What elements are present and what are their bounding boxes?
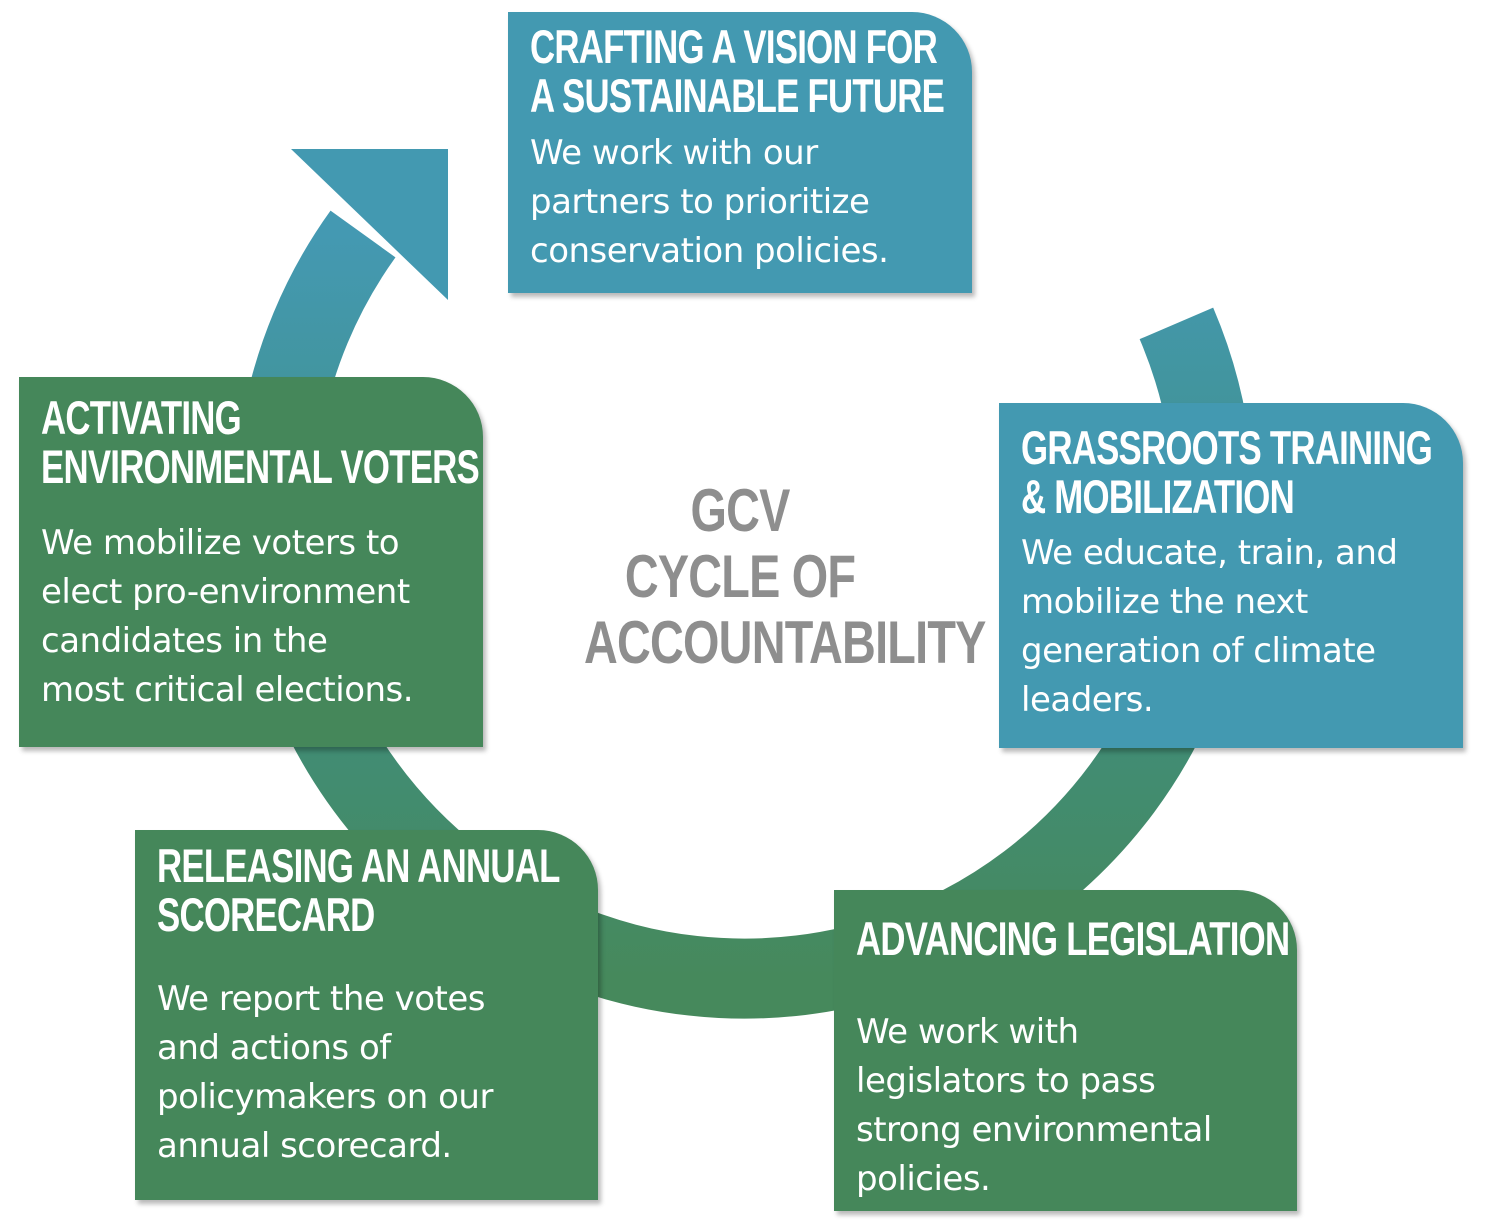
card-title: ADVANCING LEGISLATION: [856, 912, 1290, 965]
card-annual-scorecard: RELEASING AN ANNUAL SCORECARD We report …: [135, 830, 598, 1200]
card-title-line: ENVIRONMENTAL VOTERS: [41, 440, 480, 493]
card-description: We mobilize voters to elect pro-environm…: [41, 519, 467, 715]
card-text-line: mobilize the next: [1021, 582, 1308, 622]
card-description: We educate, train, and mobilize the next…: [1021, 529, 1447, 725]
card-grassroots-training: GRASSROOTS TRAINING & MOBILIZATION We ed…: [999, 403, 1463, 748]
card-title-line: ACTIVATING: [41, 391, 242, 444]
card-description: We work with our partners to prioritize …: [530, 129, 956, 276]
card-text-line: leaders.: [1021, 680, 1154, 720]
card-title: RELEASING AN ANNUAL SCORECARD: [157, 839, 560, 941]
card-text-line: We report the votes: [157, 979, 486, 1019]
cycle-title: GCV CYCLE OF ACCOUNTABILITY: [584, 477, 986, 676]
card-title: GRASSROOTS TRAINING & MOBILIZATION: [1021, 421, 1433, 523]
card-title-line: & MOBILIZATION: [1021, 470, 1295, 523]
card-title: ACTIVATING ENVIRONMENTAL VOTERS: [41, 391, 480, 493]
card-text-line: conservation policies.: [530, 231, 889, 271]
card-title-line: A SUSTAINABLE FUTURE: [530, 69, 945, 122]
card-text-line: most critical elections.: [41, 670, 414, 710]
card-text-line: annual scorecard.: [157, 1126, 452, 1166]
card-title-line: SCORECARD: [157, 888, 375, 941]
card-title-line: GRASSROOTS TRAINING: [1021, 421, 1433, 474]
cycle-title-line-2: CYCLE OF: [624, 543, 856, 610]
card-text-line: and actions of: [157, 1028, 391, 1068]
card-activating-voters: ACTIVATING ENVIRONMENTAL VOTERS We mobil…: [19, 377, 483, 747]
card-title: CRAFTING A VISION FOR A SUSTAINABLE FUTU…: [530, 20, 945, 122]
card-title-line: ADVANCING LEGISLATION: [856, 912, 1290, 965]
card-text-line: generation of climate: [1021, 631, 1376, 671]
card-text-line: partners to prioritize: [530, 182, 870, 222]
card-text-line: elect pro-environment: [41, 572, 410, 612]
card-crafting-vision: CRAFTING A VISION FOR A SUSTAINABLE FUTU…: [508, 12, 972, 293]
card-description: We work with legislators to pass strong …: [856, 1008, 1281, 1204]
cycle-title-line-1: GCV: [690, 477, 790, 544]
card-text-line: We mobilize voters to: [41, 523, 400, 563]
card-text-line: policies.: [856, 1159, 991, 1199]
card-title-line: RELEASING AN ANNUAL: [157, 839, 560, 892]
card-text-line: candidates in the: [41, 621, 328, 661]
card-advancing-legislation: ADVANCING LEGISLATION We work with legis…: [834, 890, 1297, 1211]
card-title-line: CRAFTING A VISION FOR: [530, 20, 938, 73]
card-text-line: legislators to pass: [856, 1061, 1156, 1101]
card-text-line: We work with our: [530, 133, 818, 173]
card-text-line: policymakers on our: [157, 1077, 493, 1117]
cycle-title-line-3: ACCOUNTABILITY: [584, 609, 986, 676]
cycle-arrowhead: [291, 149, 448, 300]
card-description: We report the votes and actions of polic…: [157, 975, 582, 1171]
card-text-line: We educate, train, and: [1021, 533, 1398, 573]
card-text-line: strong environmental: [856, 1110, 1212, 1150]
card-text-line: We work with: [856, 1012, 1079, 1052]
